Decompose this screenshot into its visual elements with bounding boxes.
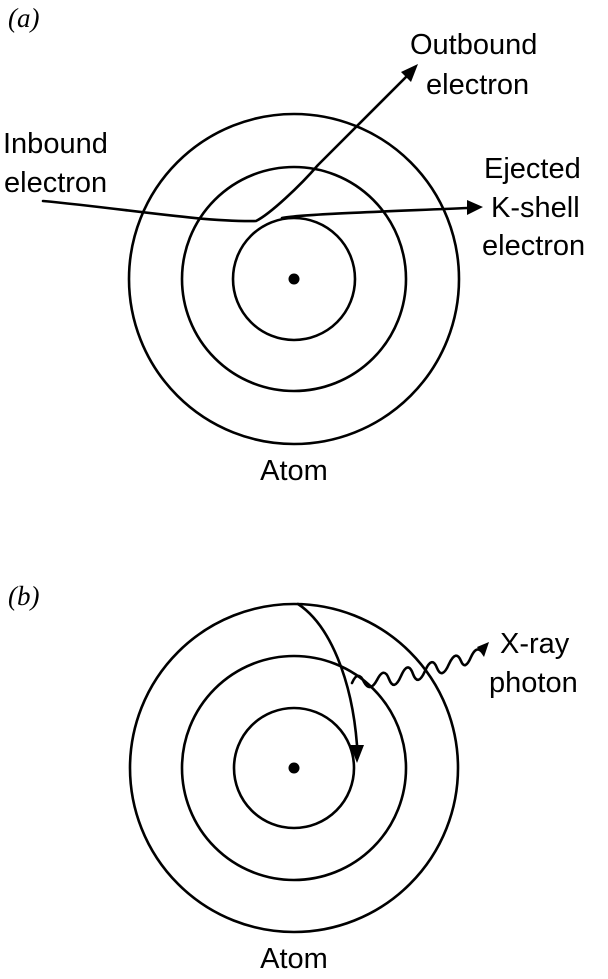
inbound-electron-path xyxy=(41,69,414,223)
atom-a-nucleus xyxy=(288,273,300,285)
atom-b-middle-shell xyxy=(180,654,408,882)
xray-label-line1: X-ray xyxy=(500,628,570,660)
ejected-label-line3: electron xyxy=(482,230,585,262)
ejected-label-line2: K-shell xyxy=(491,192,580,224)
atom-a-inner-k-shell xyxy=(231,216,357,342)
xray-label-line2: photon xyxy=(489,667,578,699)
panel-a: (a) Outbound electron Inbound electron E… xyxy=(3,3,585,487)
panel-b: (b) X-ray photon Atom xyxy=(8,581,578,975)
ejected-electron-arrowhead xyxy=(467,200,483,215)
ejected-electron-path xyxy=(280,206,470,220)
ejected-label-line1: Ejected xyxy=(484,153,581,185)
electron-transition-path xyxy=(296,602,359,747)
atom-a-label: Atom xyxy=(260,455,328,487)
inbound-label-line1: Inbound xyxy=(3,128,108,160)
inbound-label-line2: electron xyxy=(4,167,107,199)
outbound-electron-arrowhead xyxy=(401,64,418,82)
atom-a-outer-shell xyxy=(127,112,461,446)
atom-b-outer-shell xyxy=(128,602,460,934)
xray-photon-wave xyxy=(350,648,483,689)
atom-a-middle-shell xyxy=(180,165,408,393)
panel-b-tag: (b) xyxy=(8,581,39,611)
atom-b-nucleus xyxy=(288,762,300,774)
atom-b-inner-k-shell xyxy=(232,706,356,830)
atom-b-label: Atom xyxy=(260,943,328,975)
electron-transition-arrowhead xyxy=(350,745,364,763)
outbound-label-line2: electron xyxy=(426,69,529,101)
xray-photon-arrowhead xyxy=(477,642,489,657)
outbound-label-line1: Outbound xyxy=(410,29,537,61)
panel-a-tag: (a) xyxy=(8,3,39,33)
